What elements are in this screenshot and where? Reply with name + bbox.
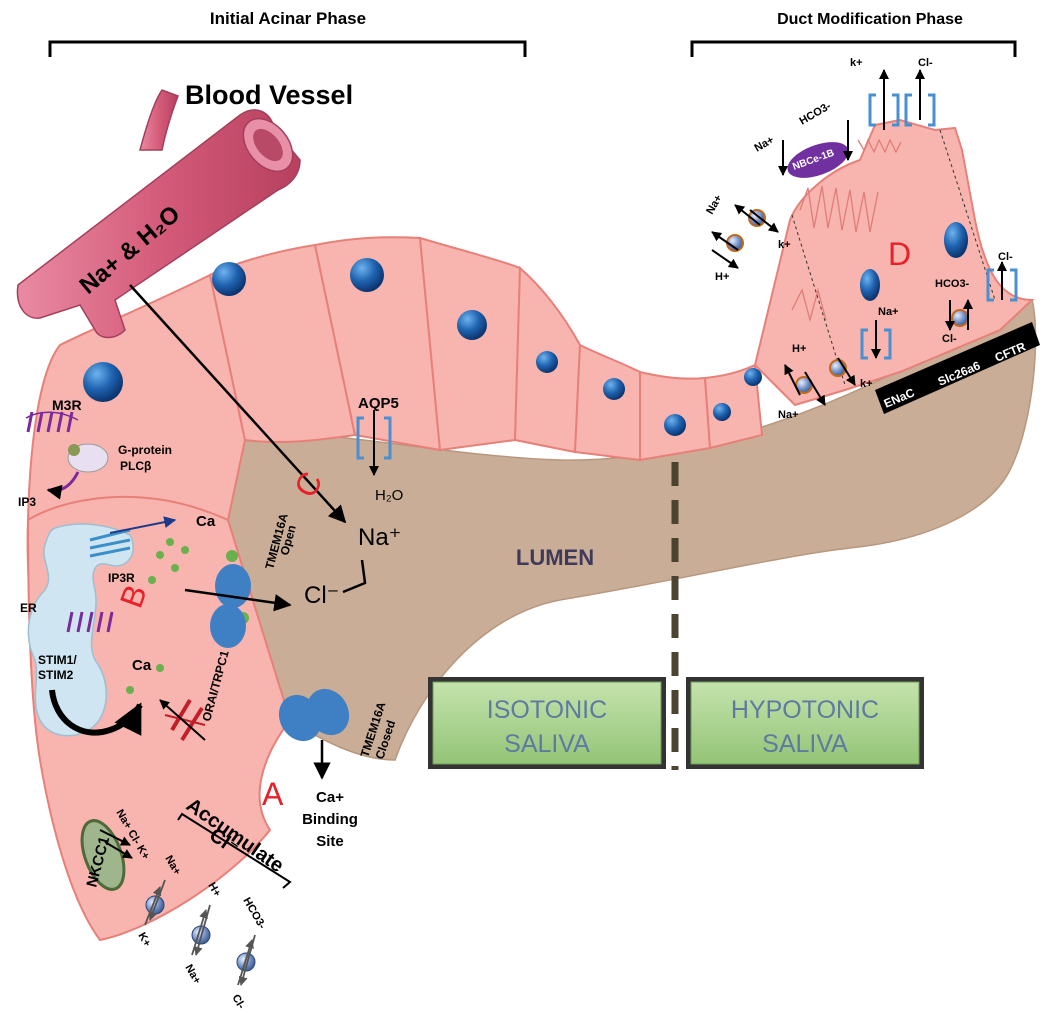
ca-binding-line3: Site [316, 833, 344, 850]
duct-hco3-nbce-label: HCO3- [798, 100, 834, 128]
duct-cl-right-label: Cl- [998, 251, 1013, 263]
ca-binding-line1: Ca+ [316, 789, 344, 806]
exch-k-label: K+ [135, 931, 153, 949]
duct-h-lower-label: H+ [792, 343, 806, 355]
ip3r-label: IP3R [108, 571, 135, 585]
aqp5-label: AQP5 [358, 395, 399, 412]
ca-top-label: Ca [196, 513, 216, 530]
duct-na-lower-label: Na+ [778, 409, 799, 421]
duct-cl-top-label: Cl- [918, 57, 933, 69]
g-protein-icon [68, 444, 108, 472]
duct-cl-mid-label: Cl- [942, 333, 957, 345]
er-label: ER [20, 601, 37, 615]
region-letter-a: A [262, 776, 284, 812]
duct-na-nbce-label: Na+ [753, 134, 777, 155]
region-letter-d: D [888, 236, 911, 272]
acinar-phase-bracket [50, 42, 525, 57]
exch-na-out-label: Na+ [182, 963, 203, 987]
exch-hco3-label: HCO3- [240, 896, 268, 932]
duct-h-left-label: H+ [715, 271, 729, 283]
m3r-label: M3R [52, 397, 82, 413]
duct-k-top-label: k+ [850, 57, 863, 69]
na-plus-label: Na⁺ [358, 524, 401, 551]
isotonic-line2: SALIVA [504, 730, 590, 758]
cl-minus-label: Cl⁻ [304, 582, 339, 609]
h2o-label: H₂O [375, 487, 403, 504]
blood-vessel-title: Blood Vessel [185, 80, 353, 110]
duct-k-lower-label: k+ [860, 378, 873, 390]
acinar-phase-title: Initial Acinar Phase [210, 9, 366, 28]
hypotonic-line2: SALIVA [762, 730, 848, 758]
ca-lower-label: Ca [132, 657, 152, 674]
duct-k-left-label: k+ [778, 239, 791, 251]
duct-phase-title: Duct Modification Phase [777, 11, 963, 28]
plcb-label: PLCβ [120, 459, 151, 473]
duct-na-left-in-arrow [712, 250, 738, 268]
stim-label-line1: STIM1/ [38, 653, 77, 667]
duct-hco3-right-label: HCO3- [935, 278, 970, 290]
isotonic-line1: ISOTONIC [487, 696, 607, 724]
ip3-label: IP3 [18, 495, 36, 509]
stim-label-line2: STIM2 [38, 668, 74, 682]
exchanger-icons [146, 896, 255, 971]
ca-binding-line2: Binding [302, 811, 358, 828]
gprotein-label: G-protein [118, 443, 172, 457]
duct-phase-bracket [692, 42, 1015, 57]
exch-cl-label: Cl- [229, 993, 247, 1012]
duct-na-mid-label: Na+ [878, 306, 899, 318]
lumen-label: LUMEN [516, 545, 594, 570]
duct-na-left-label: Na+ [704, 193, 725, 217]
hypotonic-line1: HYPOTONIC [731, 696, 879, 724]
